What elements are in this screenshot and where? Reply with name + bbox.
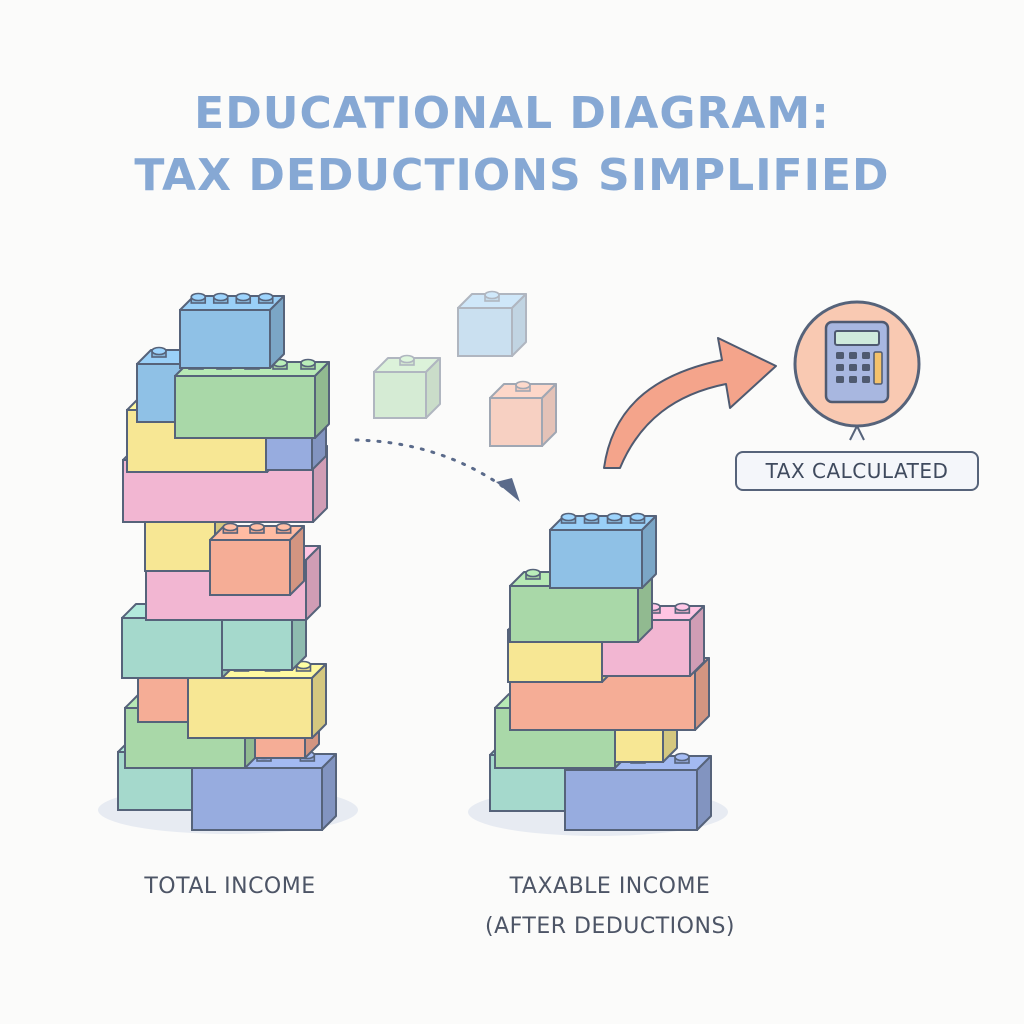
- curved-arrow-icon: [603, 337, 777, 469]
- after-deductions-label: (AFTER DEDUCTIONS): [484, 914, 735, 939]
- total-income-label: TOTAL INCOME: [144, 874, 316, 899]
- title-line-2: TAX DEDUCTIONS SIMPLIFIED: [134, 150, 890, 201]
- total-income-block-stack: [117, 292, 337, 831]
- total-income-block: [209, 522, 305, 596]
- tax-calculated-badge: TAX CALCULATED: [735, 451, 979, 491]
- taxable-income-block: [549, 512, 657, 589]
- dotted-arrow-icon: [354, 438, 520, 502]
- taxable-income-label: TAXABLE INCOME: [509, 874, 711, 899]
- total-income-block: [174, 358, 330, 439]
- removed-deduction-blocks: [373, 290, 557, 447]
- tax-calculated-label: TAX CALCULATED: [765, 459, 949, 483]
- total-income-block: [179, 292, 285, 369]
- deduction-block: [373, 354, 441, 419]
- title-line-1: EDUCATIONAL DIAGRAM:: [194, 88, 830, 139]
- deduction-block: [457, 290, 527, 357]
- taxable-income-block-stack: [489, 512, 712, 831]
- calculator-icon: [793, 300, 921, 441]
- deduction-block: [489, 380, 557, 447]
